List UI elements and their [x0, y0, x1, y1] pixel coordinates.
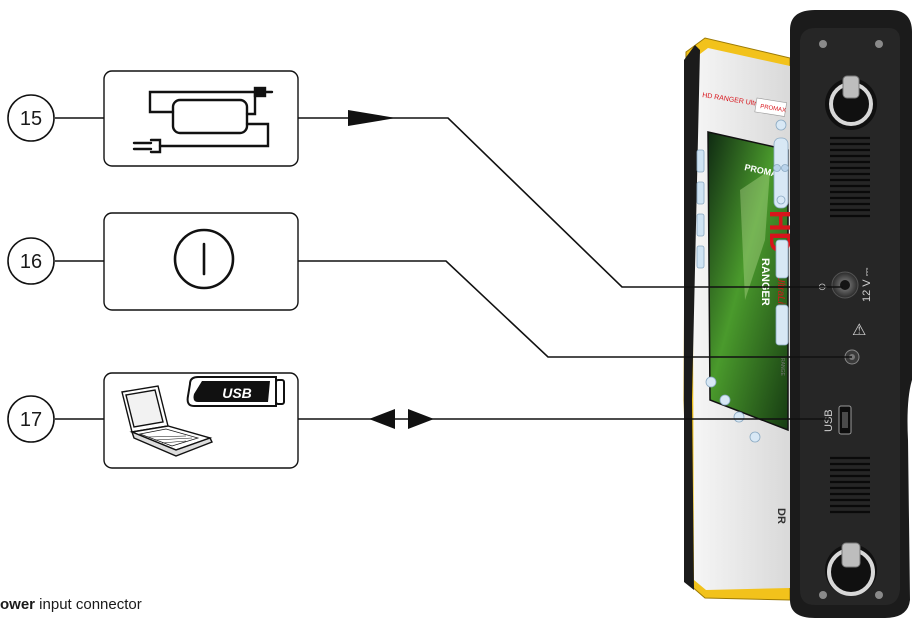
- callout-15: 15: [7, 70, 299, 167]
- arrow-into-device: [348, 110, 396, 126]
- callout-16-box: [103, 212, 299, 311]
- usb-plug-icon: [186, 376, 285, 407]
- caption-rest: input connector: [35, 596, 142, 613]
- callout-15-box: [103, 70, 299, 167]
- caption-bold: ower: [0, 596, 36, 613]
- laptop-icon: [121, 385, 213, 457]
- warning-symbol: ⚠: [852, 322, 866, 339]
- usb-arrow-left: [369, 409, 395, 429]
- power-adapter-icon: [132, 86, 274, 154]
- callout-17-circle: [7, 395, 55, 443]
- power-button-line: [298, 260, 852, 358]
- callout-15-circle: [7, 94, 55, 142]
- usb-arrow-right: [408, 409, 434, 429]
- callout-17-number: 17: [20, 409, 42, 431]
- screen-title-ultralite: UltraLite: [775, 275, 786, 313]
- power-button-icon: [173, 228, 235, 290]
- callout-17: 17 USB: [7, 372, 299, 469]
- device-bottom-keys: [705, 376, 761, 443]
- device-side-model-label: DR: [775, 508, 787, 524]
- device-screen: [707, 131, 789, 432]
- port-usb-label: USB: [823, 409, 835, 432]
- callout-16-circle: [7, 237, 55, 285]
- callout-16: 16: [7, 212, 299, 311]
- usb-badge-text: USB: [222, 385, 252, 401]
- top-vents: [830, 136, 870, 218]
- svg-text:RANGE: RANGE: [779, 358, 785, 376]
- screen-side-keys: [696, 149, 705, 269]
- callout-16-number: 16: [20, 251, 42, 273]
- caption: ower input connector: [0, 596, 142, 613]
- port-voltage-label: 12 V ⎓: [861, 267, 873, 302]
- callout-15-number: 15: [20, 108, 42, 130]
- usb-port: [838, 405, 852, 435]
- device-maker-label: PROMAX: [760, 104, 787, 114]
- top-strap-ring: [825, 75, 877, 130]
- bottom-vents: [830, 456, 870, 514]
- screen-title-ranger: RANGER: [759, 258, 771, 306]
- bottom-strap-ring: [825, 542, 877, 596]
- device-keypad: [773, 119, 789, 346]
- hd-ranger-device: HD RANGER UltraLite PROMAX PROMAX HD RAN…: [683, 10, 912, 618]
